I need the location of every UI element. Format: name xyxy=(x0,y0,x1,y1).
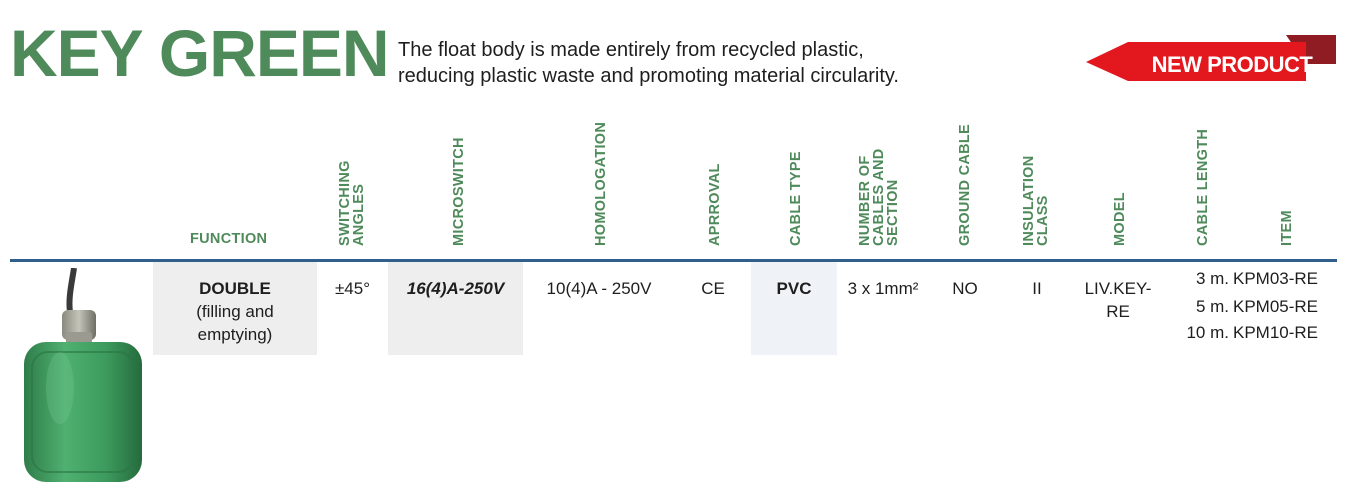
product-description: The float body is made entirely from rec… xyxy=(398,37,899,89)
header-ground-cable: GROUND CABLE xyxy=(957,123,973,246)
product-image xyxy=(18,267,148,484)
number-of-cables-cell: 3 x 1mm² xyxy=(847,279,919,298)
page-title: KEY GREEN xyxy=(10,16,390,90)
item-cell: KPM03-RE KPM05-RE KPM10-RE xyxy=(1233,268,1337,348)
approval-cell: CE xyxy=(701,279,725,298)
function-cell: DOUBLE (filling and emptying) xyxy=(153,277,317,346)
float-switch-icon xyxy=(24,267,142,482)
function-title: DOUBLE xyxy=(199,279,271,298)
header-switching-angles: SWITCHING ANGLES xyxy=(337,160,367,246)
ground-cable-cell: NO xyxy=(952,279,978,298)
variant-item: KPM10-RE xyxy=(1233,323,1319,342)
header-function: FUNCTION xyxy=(190,231,268,247)
variant-item: KPM03-RE xyxy=(1233,269,1319,288)
header-homologation: HOMOLOGATION xyxy=(593,121,609,246)
header-cable-length: CABLE LENGTH xyxy=(1195,128,1211,246)
homologation-cell: 10(4)A - 250V xyxy=(546,279,652,298)
insulation-class-cell: II xyxy=(1032,279,1042,298)
header-cable-type: CABLE TYPE xyxy=(788,151,804,246)
cable-type-cell-bg xyxy=(751,262,837,355)
cable-length-cell: 3 m. 5 m. 10 m. xyxy=(1163,268,1229,348)
variant-length: 5 m. xyxy=(1195,297,1229,316)
header-item: ITEM xyxy=(1279,210,1295,246)
model-cell: LIV.KEY- RE xyxy=(1073,277,1163,323)
badge-label: NEW PRODUCT xyxy=(1151,52,1313,77)
header-number-of-cables: NUMBER OF CABLES AND SECTION xyxy=(857,148,901,246)
header-divider xyxy=(10,259,1337,262)
switching-angles-cell: ±45° xyxy=(334,279,371,298)
badge-arrow-shape xyxy=(1086,35,1336,81)
header-insulation-class: INSULATION CLASS xyxy=(1021,155,1051,246)
header-approval: APRROVAL xyxy=(707,163,723,246)
microswitch-cell-bg xyxy=(388,262,523,355)
model-line-2: RE xyxy=(1106,302,1130,321)
model-line-1: LIV.KEY- xyxy=(1084,279,1152,298)
microswitch-cell: 16(4)A-250V xyxy=(406,279,505,298)
function-line-2: (filling and xyxy=(196,302,274,321)
header-microswitch: MICROSWITCH xyxy=(451,137,467,246)
new-product-badge: NEW PRODUCT xyxy=(1086,34,1338,84)
description-line-2: reducing plastic waste and promoting mat… xyxy=(398,65,899,87)
function-cell-bg xyxy=(153,262,317,355)
variant-item: KPM05-RE xyxy=(1233,297,1319,316)
variant-length: 10 m. xyxy=(1186,323,1229,342)
header-model: MODEL xyxy=(1112,192,1128,246)
cable-type-cell: PVC xyxy=(776,279,812,298)
function-line-3: emptying) xyxy=(197,325,273,344)
variant-length: 3 m. xyxy=(1195,269,1229,288)
description-line-1: The float body is made entirely from rec… xyxy=(398,39,864,61)
